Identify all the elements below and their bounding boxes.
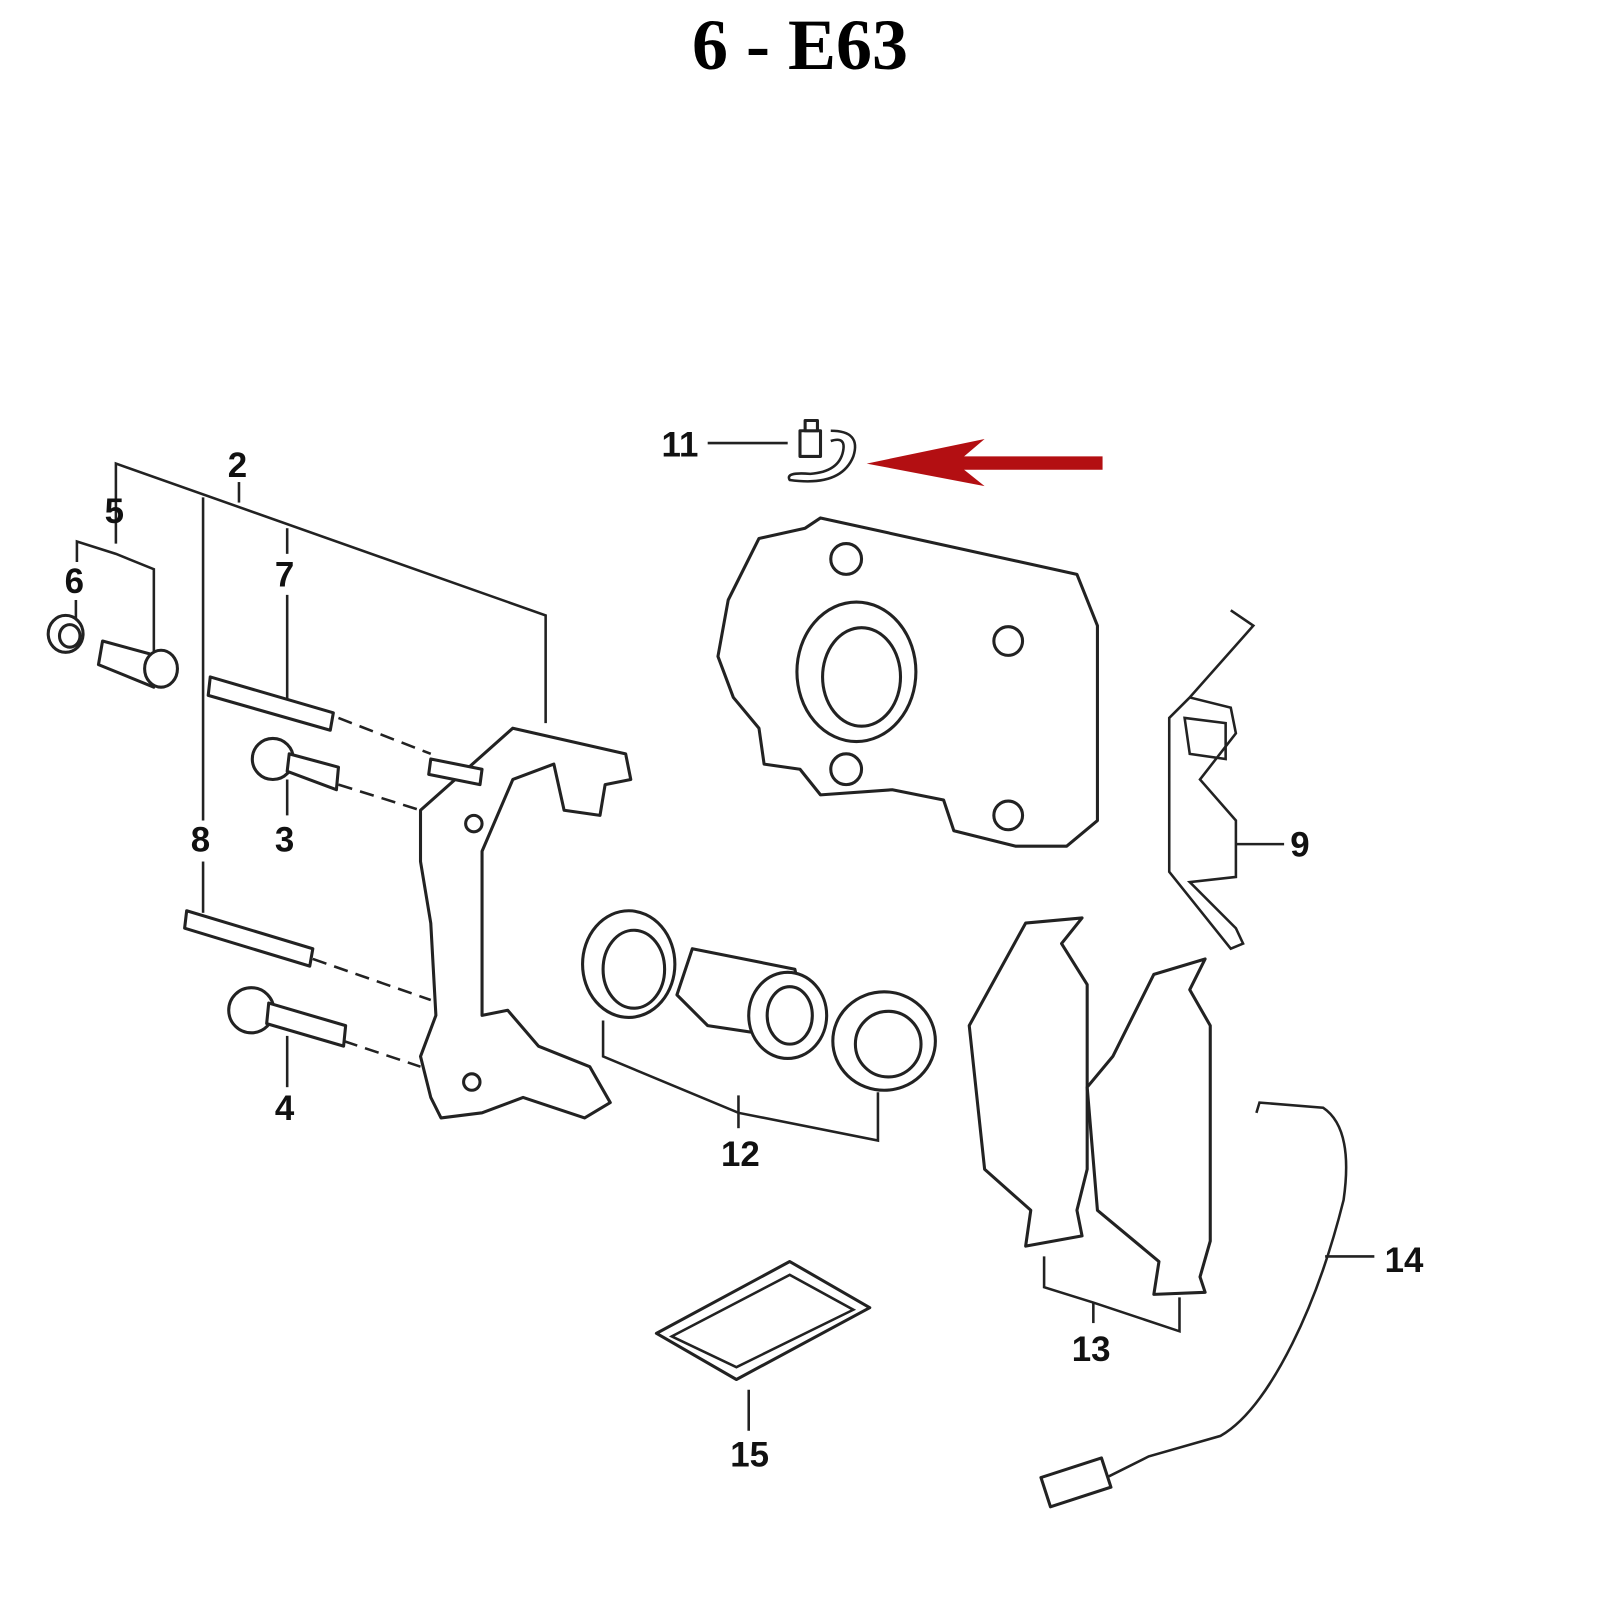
- page-title: 6 - E63: [692, 5, 908, 85]
- callout-15: 15: [730, 1436, 769, 1475]
- part-15-grease-packet[interactable]: [654, 1260, 872, 1382]
- callout-4: 4: [275, 1089, 295, 1128]
- part-2-caliper-carrier[interactable]: [418, 726, 633, 1120]
- callout-8: 8: [191, 820, 210, 859]
- leader-lines: [74, 441, 1375, 1431]
- caliper-housing[interactable]: [716, 516, 1099, 848]
- callout-9: 9: [1290, 825, 1309, 864]
- part-5-guide-sleeve[interactable]: [96, 639, 179, 689]
- callout-11: 11: [662, 425, 699, 464]
- part-12-piston-seal-kit[interactable]: [581, 909, 937, 1092]
- part-3-bolt[interactable]: [250, 736, 340, 792]
- callout-2: 2: [228, 446, 247, 485]
- callout-6: 6: [65, 562, 84, 601]
- arrow-indicator: [866, 438, 1103, 487]
- callout-7: 7: [275, 556, 294, 595]
- part-9-spring-clip[interactable]: [1167, 609, 1256, 951]
- callout-13: 13: [1072, 1330, 1111, 1369]
- callout-14: 14: [1385, 1241, 1424, 1280]
- part-4-bolt[interactable]: [227, 986, 348, 1048]
- part-6-cap[interactable]: [46, 613, 85, 654]
- callout-5: 5: [105, 492, 124, 531]
- callout-12: 12: [721, 1135, 760, 1174]
- part-11-bleeder-screw-cap[interactable]: [787, 418, 857, 483]
- part-7-guide-pin[interactable]: [206, 675, 335, 732]
- callout-3: 3: [275, 820, 294, 859]
- part-8-guide-pin[interactable]: [183, 909, 315, 968]
- part-13-brake-pads[interactable]: [967, 916, 1212, 1296]
- part-14-wear-sensor[interactable]: [1039, 1101, 1348, 1509]
